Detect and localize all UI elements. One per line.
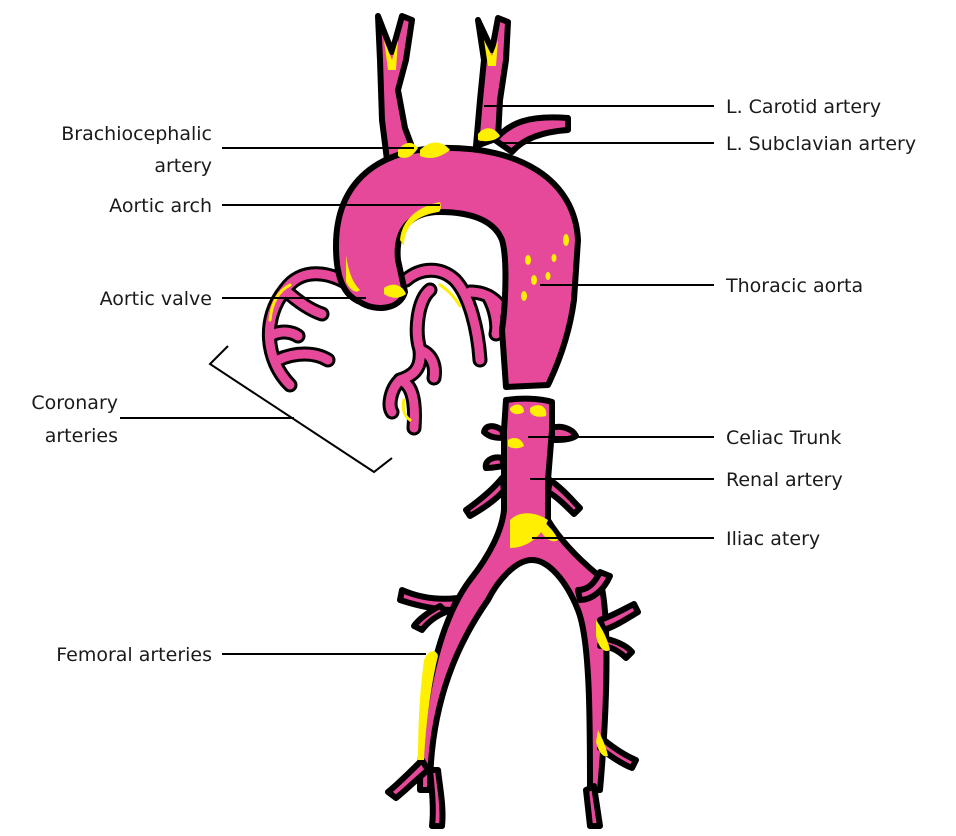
left-carotid-artery-shape (476, 18, 508, 146)
label-celiac-trunk: Celiac Trunk (726, 427, 841, 449)
label-renal-artery: Renal artery (726, 469, 843, 491)
label-l-subclavian: L. Subclavian artery (726, 133, 916, 155)
label-coronary-line1: Coronary (31, 392, 118, 414)
label-brachiocephalic-line1: Brachiocephalic (61, 123, 212, 145)
label-thoracic-aorta: Thoracic aorta (725, 275, 863, 297)
label-brachiocephalic-line2: artery (154, 155, 212, 177)
label-l-carotid: L. Carotid artery (726, 96, 881, 118)
left-subclavian-artery-shape (495, 117, 568, 152)
aortic-arch-shape (336, 148, 578, 387)
label-coronary-line2: arteries (45, 425, 118, 447)
label-aortic-valve: Aortic valve (100, 288, 212, 310)
label-iliac-artery: Iliac atery (726, 528, 820, 550)
label-aortic-arch: Aortic arch (109, 195, 212, 217)
artery-illustration (269, 16, 638, 826)
label-femoral-arteries: Femoral arteries (56, 644, 212, 666)
